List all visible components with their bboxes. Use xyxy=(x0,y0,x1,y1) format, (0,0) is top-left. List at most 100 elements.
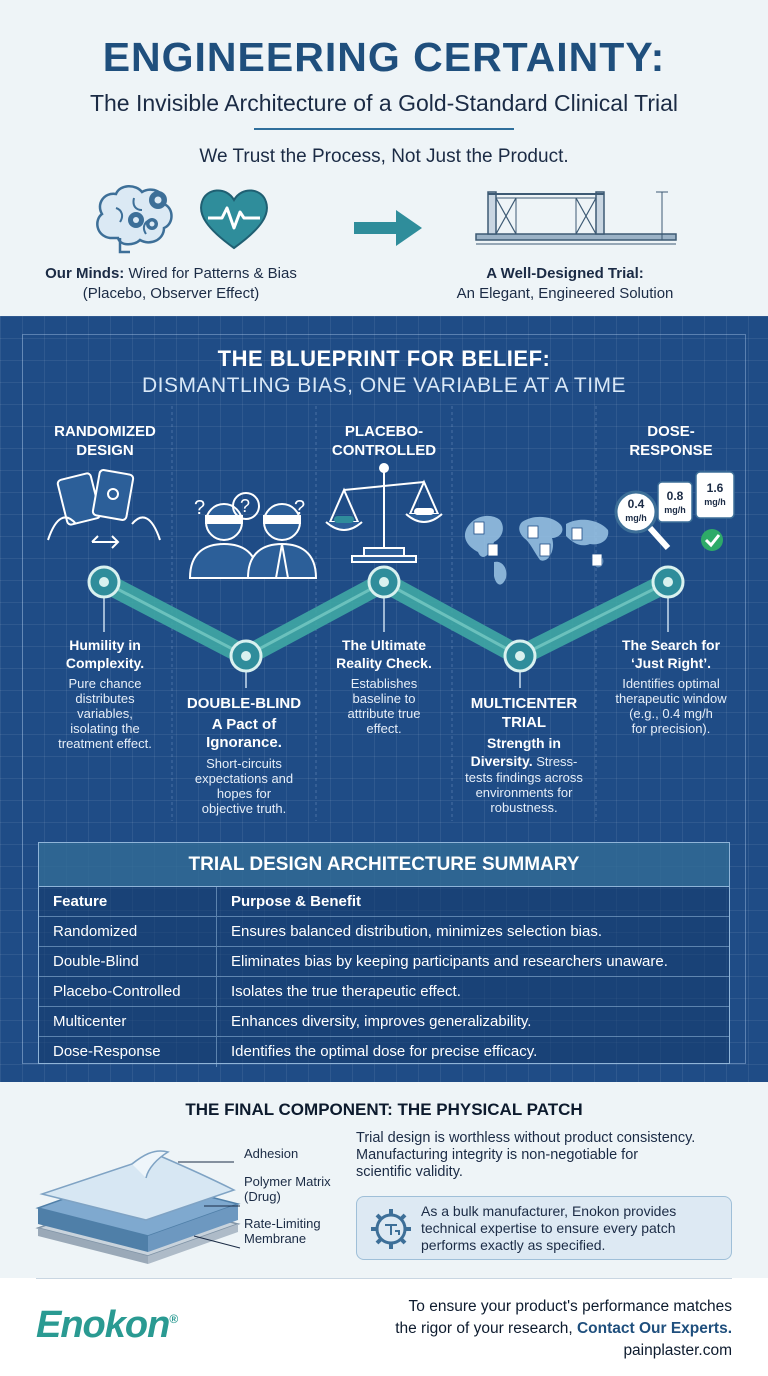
head-randomized-line1: Humility in xyxy=(69,637,141,653)
dose-value-0-4: 0.4 xyxy=(627,497,645,511)
manufacturer-callout: As a bulk manufacturer, Enokon provides … xyxy=(356,1196,732,1260)
desc-randomized: Pure chance distributes variables, isola… xyxy=(30,676,180,751)
minds-caption-rest: Wired for Patterns & Bias xyxy=(124,265,297,282)
table-cell-feature: Dose-Response xyxy=(39,1037,217,1067)
head-placebo-line1: The Ultimate xyxy=(341,637,426,653)
patch-description: Trial design is worthless without produc… xyxy=(356,1130,746,1181)
table-header-feature: Feature xyxy=(39,887,217,916)
registered-mark: ® xyxy=(169,1312,178,1326)
patch-desc-line: Manufacturing integrity is non-negotiabl… xyxy=(356,1147,639,1163)
callout-line: performs exactly as specified. xyxy=(421,1237,606,1253)
blueprint-subtitle: DISMANTLING BIAS, ONE VARIABLE AT A TIME xyxy=(141,374,627,397)
path-nodes xyxy=(87,565,685,673)
title-divider xyxy=(254,128,514,130)
head-multicenter-line2: Diversity. xyxy=(470,753,533,769)
head-multicenter-line1: Strength in xyxy=(487,735,561,751)
head-double-blind-line2: Ignorance. xyxy=(206,734,282,751)
head-placebo: The Ultimate Reality Check. xyxy=(316,636,452,672)
dose-value-0-8: 0.8 xyxy=(666,489,684,503)
table-cell-feature: Randomized xyxy=(39,917,217,946)
table-row: Dose-Response Identifies the optimal dos… xyxy=(39,1037,729,1067)
dose-unit-0-4: mg/h xyxy=(625,513,647,523)
footer-divider xyxy=(36,1278,732,1279)
table-row: Double-Blind Eliminates bias by keeping … xyxy=(39,947,729,977)
check-icon xyxy=(701,529,723,551)
desc-line: baseline to xyxy=(352,691,416,706)
desc-line: Short-circuits xyxy=(206,756,282,771)
table-row: Randomized Ensures balanced distribution… xyxy=(39,917,729,947)
table-header-row: Feature Purpose & Benefit xyxy=(39,887,729,917)
trial-caption-bold: A Well-Designed Trial: xyxy=(486,265,644,282)
cta-line2: the rigor of your research, xyxy=(395,1320,577,1337)
head-dose-line2: ‘Just Right’. xyxy=(630,655,712,671)
minds-caption-line2: (Placebo, Observer Effect) xyxy=(82,285,260,302)
magnifier-icon xyxy=(614,490,671,551)
contact-experts-link[interactable]: Contact Our Experts. xyxy=(576,1320,732,1337)
table-cell-purpose: Identifies the optimal dose for precise … xyxy=(231,1043,538,1060)
brand-name: Enokon xyxy=(36,1304,170,1346)
arrow-right-icon xyxy=(354,210,422,246)
dose-card-1-6 xyxy=(695,471,735,519)
table-cell-purpose: Enhances diversity, improves generalizab… xyxy=(231,1013,532,1030)
layer-label-membrane-line1: Rate-Limiting xyxy=(244,1216,321,1231)
label-placebo: PLACEBO- CONTROLLED xyxy=(316,422,452,460)
head-double-blind: A Pact of Ignorance. xyxy=(172,716,316,752)
header-section: ENGINEERING CERTAINTY: The Invisible Arc… xyxy=(0,0,768,316)
dose-unit-1-6: mg/h xyxy=(704,497,726,507)
desc-line: hopes for xyxy=(216,786,272,801)
dose-card-1-6-text: 1.6 mg/h xyxy=(696,482,734,509)
head-placebo-line2: Reality Check. xyxy=(336,655,432,671)
website-link[interactable]: painplaster.com xyxy=(623,1342,732,1359)
patch-layers-illustration xyxy=(35,1150,241,1264)
question-mark-icon: ? xyxy=(294,497,305,519)
dose-card-0-4-text: 0.4 mg/h xyxy=(618,498,654,525)
desc-line: environments for xyxy=(475,785,573,800)
table-cell-feature: Multicenter xyxy=(39,1007,217,1036)
patch-section: THE FINAL COMPONENT: THE PHYSICAL PATCH … xyxy=(0,1082,768,1278)
layer-label-polymer-line1: Polymer Matrix xyxy=(244,1174,331,1189)
brain-gears-icon xyxy=(96,185,173,254)
dose-value-1-6: 1.6 xyxy=(706,481,724,495)
blueprint-diagram: ? ? ? xyxy=(47,406,735,821)
summary-title: TRIAL DESIGN ARCHITECTURE SUMMARY xyxy=(39,843,729,887)
label-dose-line1: DOSE- xyxy=(647,423,695,440)
layer-label-membrane: Rate-Limiting Membrane xyxy=(244,1216,321,1246)
desc-line: robustness. xyxy=(490,800,558,815)
label-dose-line2: RESPONSE xyxy=(629,442,713,459)
label-multicenter-line1: MULTICENTER xyxy=(470,695,578,712)
layer-label-polymer: Polymer Matrix (Drug) xyxy=(244,1174,331,1204)
question-mark-icon: ? xyxy=(194,497,205,519)
label-multicenter-line2: TRIAL xyxy=(501,714,547,731)
blindfolded-people-icon xyxy=(188,492,318,579)
cta-line1: To ensure your product's performance mat… xyxy=(408,1298,732,1315)
trial-caption-line2: An Elegant, Engineered Solution xyxy=(456,285,674,302)
label-randomized: RANDOMIZED DESIGN xyxy=(30,422,180,460)
label-dose: DOSE- RESPONSE xyxy=(596,422,746,460)
table-cell-purpose: Eliminates bias by keeping participants … xyxy=(231,953,668,970)
table-row: Placebo-Controlled Isolates the true the… xyxy=(39,977,729,1007)
minds-caption-bold: Our Minds: xyxy=(45,265,125,282)
desc-line: variables, xyxy=(77,706,133,721)
trial-caption: A Well-Designed Trial: An Elegant, Engin… xyxy=(420,264,710,304)
label-double-blind: DOUBLE-BLIND xyxy=(186,695,302,712)
table-cell-purpose: Ensures balanced distribution, minimizes… xyxy=(231,923,603,940)
patch-title: THE FINAL COMPONENT: THE PHYSICAL PATCH xyxy=(185,1100,583,1119)
patch-desc-line: scientific validity. xyxy=(356,1164,463,1180)
desc-line: Pure chance xyxy=(68,676,142,691)
summary-table: TRIAL DESIGN ARCHITECTURE SUMMARY Featur… xyxy=(38,842,730,1067)
blueprint-title: THE BLUEPRINT FOR BELIEF: xyxy=(217,346,551,371)
tagline: We Trust the Process, Not Just the Produ… xyxy=(199,146,569,167)
desc-line: tests findings across xyxy=(465,770,583,785)
desc-multicenter: tests findings across environments for r… xyxy=(452,770,596,815)
table-row: Multicenter Enhances diversity, improves… xyxy=(39,1007,729,1037)
table-cell-feature: Placebo-Controlled xyxy=(39,977,217,1006)
head-multicenter: Strength in Diversity. Stress- xyxy=(452,734,596,770)
blueprint-section: THE BLUEPRINT FOR BELIEF: DISMANTLING BI… xyxy=(0,316,768,1082)
label-randomized-line2: DESIGN xyxy=(76,442,134,459)
head-randomized-line2: Complexity. xyxy=(65,655,145,671)
layer-label-adhesion: Adhesion xyxy=(244,1146,299,1161)
table-header-purpose: Purpose & Benefit xyxy=(231,893,362,910)
bridge-blueprint-icon xyxy=(475,191,677,245)
page-title: ENGINEERING CERTAINTY: xyxy=(102,34,666,80)
callout-line: As a bulk manufacturer, Enokon provides xyxy=(421,1203,677,1219)
